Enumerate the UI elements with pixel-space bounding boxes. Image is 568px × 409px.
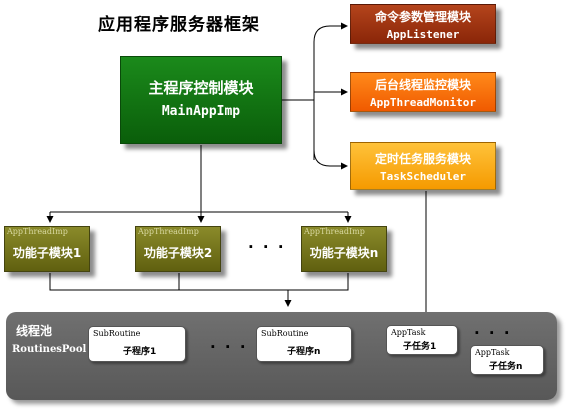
pool-label: 线程池 [16, 324, 53, 338]
monitor-module-name: AppThreadMonitor [370, 96, 476, 109]
function-module-2-caption: AppThreadImp [138, 227, 199, 236]
scheduler-module-label: 定时任务服务模块 [374, 152, 471, 166]
subroutine-1: SubRoutine 子程序1 [88, 326, 186, 362]
monitor-module-label: 后台线程监控模块 [374, 78, 471, 92]
function-module-n: AppThreadImp 功能子模块n [301, 226, 387, 272]
task-n-label: 子任务n [489, 362, 523, 372]
subroutine-n-label: 子程序n [287, 347, 321, 357]
main-to-side-arrows [282, 22, 348, 170]
subroutine-1-label: 子程序1 [123, 347, 157, 357]
listener-module: 命令参数管理模块 AppListener [350, 4, 496, 44]
routine-ellipsis: · · · [210, 338, 248, 356]
main-module-name: MainAppImp [161, 104, 241, 119]
subroutine-n: SubRoutine 子程序n [256, 326, 352, 362]
task-ellipsis: · · · [474, 324, 512, 342]
scheduler-module-name: TaskScheduler [379, 170, 467, 183]
function-module-1-caption: AppThreadImp [7, 227, 68, 236]
function-module-2-label: 功能子模块2 [143, 246, 213, 260]
listener-module-name: AppListener [386, 28, 460, 41]
monitor-module: 后台线程监控模块 AppThreadMonitor [350, 72, 496, 112]
pool-name: RoutinesPool [12, 344, 87, 355]
listener-module-label: 命令参数管理模块 [374, 10, 471, 24]
function-module-1-label: 功能子模块1 [12, 246, 82, 260]
task-1-caption: AppTask [391, 328, 426, 337]
task-n: AppTask 子任务n [470, 345, 544, 375]
task-n-caption: AppTask [475, 348, 510, 357]
scheduler-module: 定时任务服务模块 TaskScheduler [350, 142, 496, 190]
task-1: AppTask 子任务1 [386, 325, 458, 355]
function-ellipsis: · · · [248, 238, 286, 256]
diagram-title: 应用程序服务器框架 [98, 15, 260, 35]
main-module-label: 主程序控制模块 [148, 79, 254, 97]
task-1-label: 子任务1 [403, 342, 437, 352]
main-to-function-arrows [46, 145, 352, 223]
function-to-pool-arrows [49, 273, 349, 307]
function-module-2: AppThreadImp 功能子模块2 [135, 226, 221, 272]
function-module-n-label: 功能子模块n [309, 246, 379, 260]
main-module: 主程序控制模块 MainAppImp [120, 56, 282, 144]
function-module-1: AppThreadImp 功能子模块1 [4, 226, 90, 272]
function-module-n-caption: AppThreadImp [304, 227, 365, 236]
subroutine-n-caption: SubRoutine [261, 329, 309, 338]
subroutine-1-caption: SubRoutine [93, 329, 141, 338]
